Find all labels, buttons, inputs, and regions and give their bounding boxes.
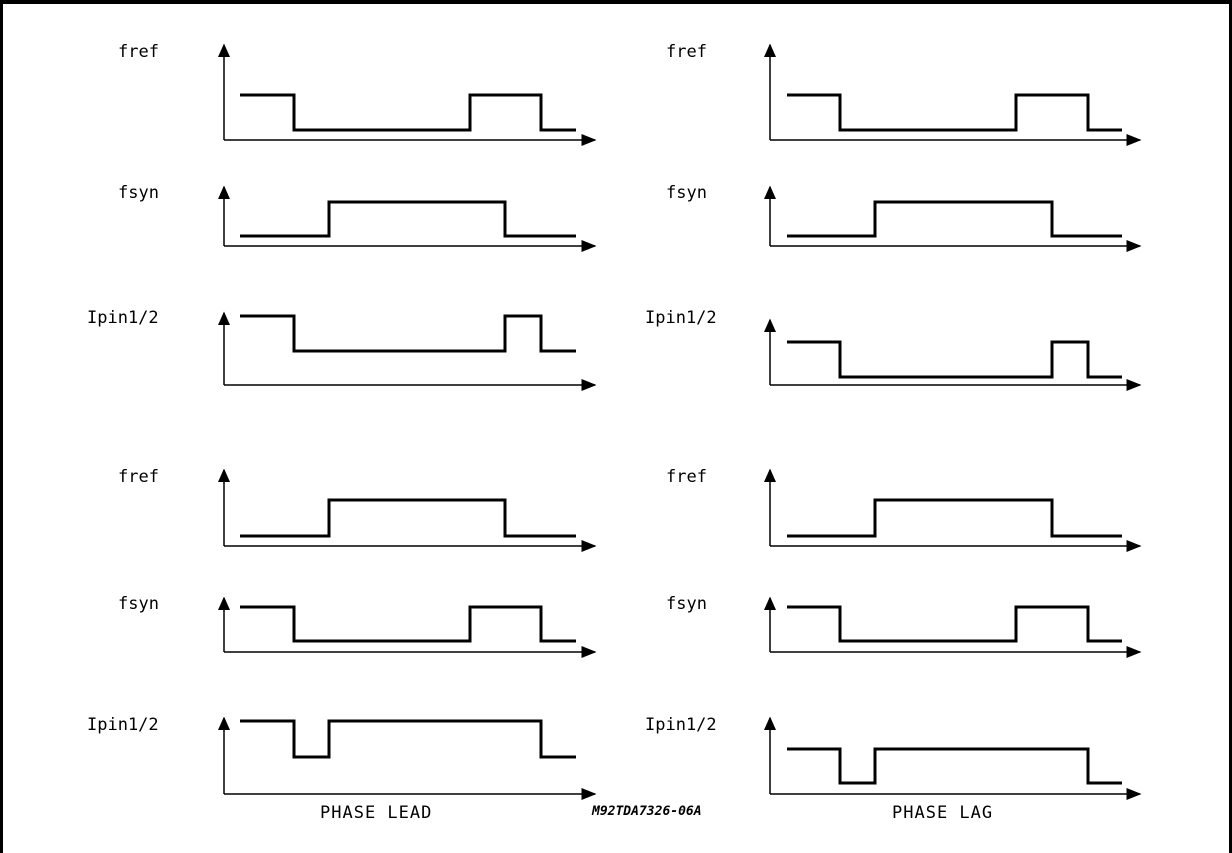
caption-phase-lead: PHASE LEAD (320, 803, 432, 823)
waveform-fref-lead-bottom (240, 498, 576, 538)
panel-label-fref-lag-bottom: fref (666, 467, 707, 487)
panel-label-fsyn-lag-bottom: fsyn (666, 594, 707, 614)
waveform-fsyn-lag-top (787, 200, 1122, 238)
panel-label-fref-lead-top: fref (118, 42, 159, 62)
waveform-ipin-lag-top (787, 340, 1122, 379)
caption-phase-lag: PHASE LAG (892, 803, 993, 823)
waveform-ipin-lead-bottom (240, 719, 576, 759)
waveform-fref-lead-top (240, 93, 576, 132)
panel-label-fref-lag-top: fref (666, 42, 707, 62)
waveform-fsyn-lead-top (240, 200, 576, 238)
waveform-fref-lag-bottom (787, 498, 1122, 538)
waveform-fref-lag-top (787, 93, 1122, 132)
panel-label-ipin-lag-top: Ipin1/2 (645, 308, 717, 328)
waveform-fsyn-lag-bottom (787, 605, 1122, 643)
waveform-fsyn-lead-bottom (240, 605, 576, 643)
waveform-ipin-lead-top (240, 314, 576, 353)
panel-label-fsyn-lead-top: fsyn (118, 183, 159, 203)
panel-label-fref-lead-bottom: fref (118, 467, 159, 487)
panel-label-ipin-lead-bottom: Ipin1/2 (87, 715, 159, 735)
waveform-ipin-lag-bottom (787, 747, 1122, 785)
figure-code: M92TDA7326-06A (591, 804, 702, 819)
panel-label-ipin-lead-top: Ipin1/2 (87, 308, 159, 328)
panel-label-ipin-lag-bottom: Ipin1/2 (645, 715, 717, 735)
axes-layer (218, 43, 1142, 800)
panel-label-fsyn-lag-top: fsyn (666, 183, 707, 203)
panel-label-fsyn-lead-bottom: fsyn (118, 594, 159, 614)
waveforms-layer (240, 93, 1122, 785)
